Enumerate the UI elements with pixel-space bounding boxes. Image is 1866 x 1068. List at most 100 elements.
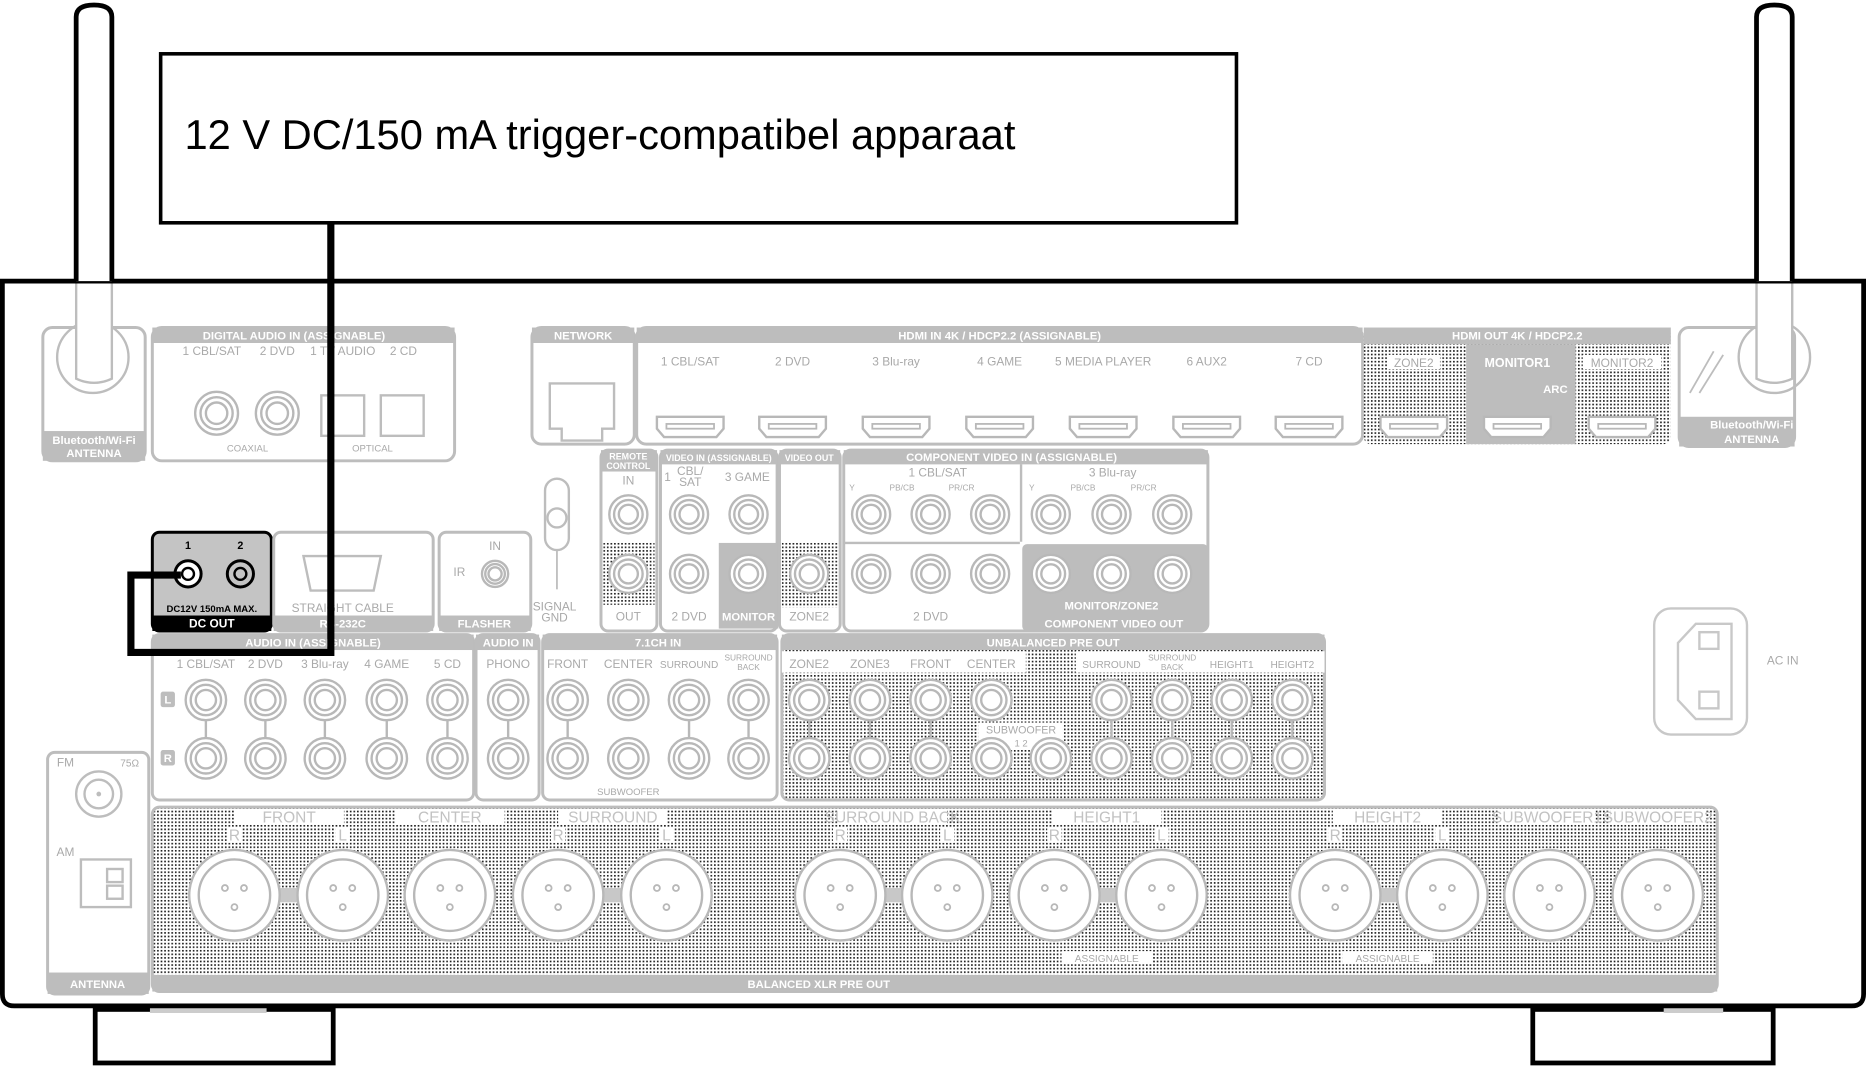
component-in-jack[interactable] [850,553,892,595]
input-label: 2 CD [390,344,418,358]
coaxial-jack[interactable] [254,390,300,436]
audio-in-jack[interactable] [365,736,409,780]
pre-out-jack[interactable] [1150,736,1194,780]
multichannel-in-jack[interactable] [546,736,590,780]
pre-out-jack[interactable] [909,736,953,780]
hdmi-in-port[interactable] [965,415,1035,439]
audio-in-jack[interactable] [184,678,228,722]
pre-out-jack[interactable] [1270,736,1314,780]
component-in-jack[interactable] [850,494,892,535]
fm-antenna-jack[interactable] [74,770,123,818]
pre-out-jack[interactable] [1150,678,1194,722]
center-pre-out-jack[interactable] [969,678,1013,722]
xlr-output-connector[interactable] [793,848,887,942]
coaxial-jack[interactable] [193,390,240,436]
signal-gnd-terminal[interactable]: SIGNAL GND [533,477,577,625]
pre-out-jack[interactable] [787,678,831,722]
section-header: VIDEO OUT [785,453,835,463]
xlr-output-connector[interactable] [900,848,994,942]
subwoofer2-pre-out-jack[interactable] [1029,736,1073,780]
component-out-jack[interactable] [1151,553,1193,595]
xlr-output-connector[interactable] [188,848,281,942]
video-in-jack[interactable] [668,553,710,595]
section-header: DIGITAL AUDIO IN (ASSIGNABLE) [203,330,386,342]
multichannel-in-jack[interactable] [546,678,590,722]
pre-out-jack[interactable] [1210,678,1254,722]
xlr-output-connector[interactable] [511,848,605,942]
pre-out-jack[interactable] [787,736,831,780]
xlr-output-connector[interactable] [296,848,390,942]
audio-in-jack[interactable] [486,678,530,722]
video-zone2-out-jack[interactable] [789,553,830,595]
pre-out-jack[interactable] [909,678,953,722]
audio-in-jack[interactable] [243,736,287,780]
component-out-jack[interactable] [1091,553,1132,595]
flasher-jack[interactable] [480,559,510,589]
multichannel-in-jack[interactable] [727,678,770,722]
xlr-output-connector[interactable] [1611,848,1705,942]
hdmi-in-port[interactable] [861,415,931,439]
video-monitor-out-jack[interactable] [728,553,769,595]
dc-out-jack-2[interactable] [225,559,255,589]
audio-in-jack[interactable] [303,678,347,722]
hdmi-in-port[interactable] [758,415,828,439]
component-in-jack[interactable] [1030,494,1072,535]
multichannel-in-jack[interactable] [667,736,711,780]
hdmi-in-port[interactable] [655,415,725,439]
xlr-output-connector[interactable] [1503,848,1596,942]
subwoofer1-pre-out-jack[interactable] [969,736,1013,780]
audio-in-jack[interactable] [243,678,287,722]
antenna-label: ANTENNA [66,448,121,460]
remote-out-jack[interactable] [608,553,649,595]
multichannel-in-jack[interactable] [667,678,711,722]
xlr-output-connector[interactable] [403,848,497,942]
xlr-output-connector[interactable] [1395,848,1489,942]
component-out-jack[interactable] [1030,553,1072,595]
pre-out-jack[interactable] [848,736,892,780]
audio-in-jack[interactable] [486,736,530,780]
input-label: 3 Blu-ray [301,657,349,671]
video-in-jack[interactable] [728,494,769,535]
audio-in-jack[interactable] [303,736,347,780]
multichannel-in-jack[interactable] [727,736,770,780]
hdmi-in-port[interactable] [1068,415,1138,439]
ac-in-label: AC IN [1767,653,1799,667]
subwoofer-in-jack[interactable] [606,736,650,780]
pre-out-jack[interactable] [1270,678,1314,722]
audio-in-jack[interactable] [365,678,409,722]
hdmi-out-port[interactable] [1587,415,1657,439]
assignable-label: ASSIGNABLE [1075,954,1139,965]
remote-in-jack[interactable] [608,494,649,535]
component-in-jack[interactable] [969,494,1011,535]
pre-out-jack[interactable] [1090,736,1133,780]
pre-out-jack[interactable] [1210,736,1254,780]
audio-in-jack[interactable] [184,736,228,780]
component-in-jack[interactable] [969,553,1011,595]
section-header: REMOTE [609,452,647,462]
video-in-jack[interactable] [668,494,710,535]
component-in-jack[interactable] [1151,494,1193,535]
hdmi-in-port[interactable] [1274,415,1344,439]
hdmi-in-port[interactable] [1172,415,1242,439]
component-in-jack[interactable] [1091,494,1132,535]
hdmi-out-port[interactable] [1379,415,1449,439]
component-in-jack[interactable] [910,494,951,535]
coaxial-label: COAXIAL [227,443,268,454]
xlr-output-connector[interactable] [1007,848,1101,942]
center-in-jack[interactable] [606,678,650,722]
xlr-output-connector[interactable] [620,848,713,942]
ac-in-socket[interactable]: AC IN [1652,607,1799,736]
section-header: HDMI OUT 4K / HDCP2.2 [1452,330,1583,342]
am-antenna-terminal[interactable] [79,858,133,909]
pre-out-jack[interactable] [848,678,892,722]
pre-out-jack[interactable] [1090,678,1133,722]
hdmi-out-port[interactable] [1482,415,1552,439]
xlr-output-connector[interactable] [1288,848,1382,942]
channel-label: SURROUND [1082,660,1140,671]
component-in-jack[interactable] [910,553,951,595]
xlr-output-connector[interactable] [1115,848,1208,942]
rs232c-port [302,554,383,592]
right-channel-label: R [164,753,172,765]
audio-in-jack[interactable] [426,736,469,780]
audio-in-jack[interactable] [426,678,469,722]
